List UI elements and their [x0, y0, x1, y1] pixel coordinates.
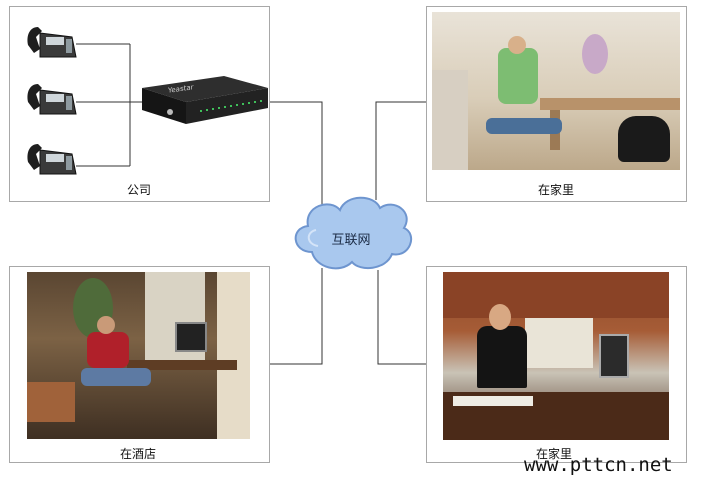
hotel-label: 在酒店 — [119, 447, 156, 461]
internet-links — [270, 101, 426, 365]
internet-label: 互联网 — [331, 233, 371, 248]
home-top-photo — [432, 12, 680, 170]
home-bottom-label: 在家里 — [535, 447, 572, 461]
hotel-photo — [27, 272, 250, 439]
ip-phone-icon — [27, 84, 77, 115]
internet-cloud-icon — [294, 196, 413, 270]
company-label: 公司 — [126, 183, 151, 197]
watermark-text: www.pttcn.net — [524, 454, 673, 476]
company-wiring — [76, 43, 142, 167]
home-top-label: 在家里 — [537, 183, 574, 197]
pbx-device-icon — [142, 76, 268, 124]
home-bottom-photo — [443, 272, 669, 440]
ip-phone-icon — [27, 144, 77, 175]
ip-phone-icon — [27, 27, 77, 58]
